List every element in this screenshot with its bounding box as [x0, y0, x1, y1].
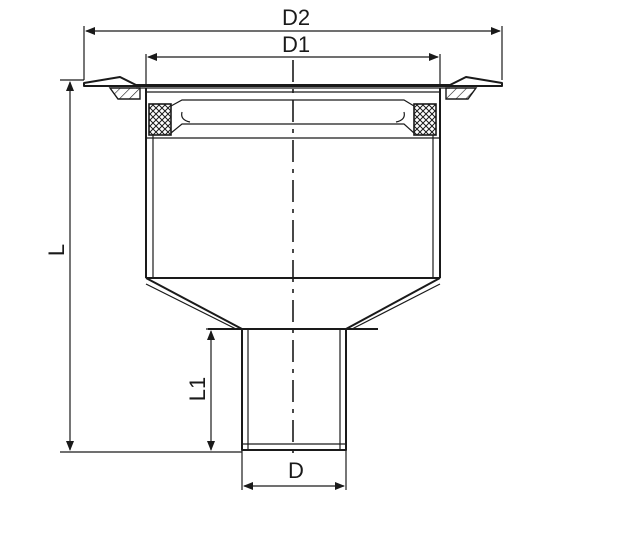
flange [83, 76, 503, 100]
funnel [145, 277, 441, 330]
seal-right [413, 103, 437, 136]
label-d: D [288, 458, 304, 483]
dimension-d2 [83, 26, 503, 80]
label-d1: D1 [282, 32, 310, 57]
dimension-d1 [145, 53, 441, 86]
dimension-l1 [206, 328, 242, 451]
seal-left [148, 103, 172, 136]
flange-hatch-left [108, 87, 141, 100]
label-l: L [44, 244, 69, 256]
dimension-l [60, 79, 242, 453]
label-d2: D2 [282, 5, 310, 30]
label-l1: L1 [185, 377, 210, 401]
flange-hatch-right [445, 87, 478, 100]
dimension-d [241, 450, 347, 490]
